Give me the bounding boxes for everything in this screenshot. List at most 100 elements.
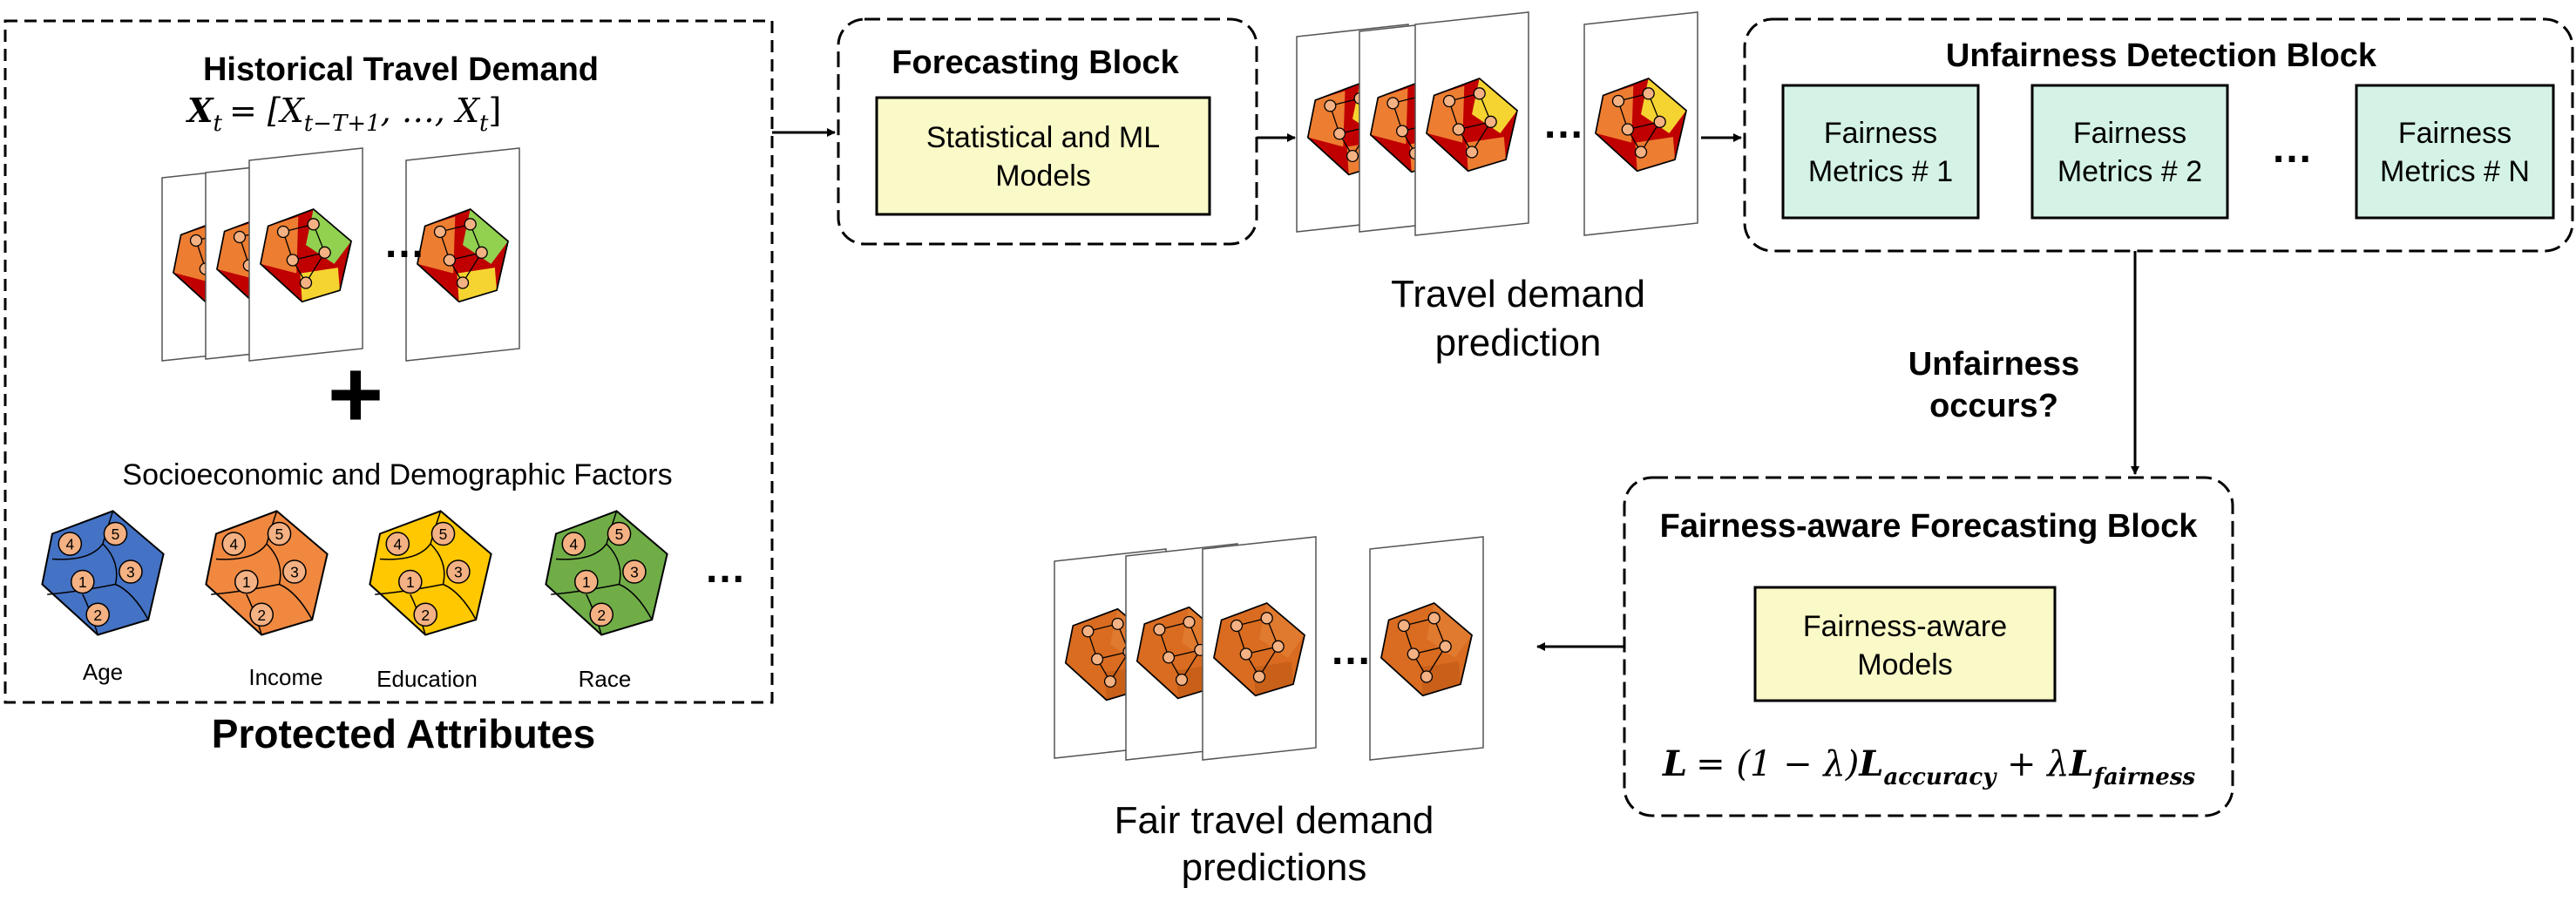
zone-node [85, 602, 110, 627]
network-node [1271, 640, 1285, 653]
zone-id: 4 [393, 536, 402, 553]
network-node [276, 225, 290, 239]
network-node [1427, 612, 1441, 625]
zone-id: 1 [406, 573, 415, 591]
prediction-caption-line2: prediction [1435, 322, 1602, 364]
demand-heatmap [1380, 602, 1473, 697]
zone-id: 1 [242, 573, 251, 591]
zone-node [446, 559, 471, 584]
prediction-frame [1414, 11, 1529, 236]
zone-node [413, 602, 437, 627]
historical-equation: Xt= [Xt−T+1, …, Xt] [186, 91, 501, 137]
zone-node [221, 532, 247, 556]
zone-id: 3 [630, 564, 639, 581]
zone-node [58, 532, 83, 556]
zone-node [71, 569, 95, 594]
fair-output-caption-line1: Fair travel demand [1115, 799, 1434, 842]
zone-id: 5 [615, 525, 624, 543]
network-node [1346, 149, 1359, 163]
network-node [1091, 653, 1104, 666]
network-node [1386, 97, 1400, 110]
metric-box-2 [2030, 84, 2229, 220]
metric-1-line2: Metrics # 1 [1808, 155, 1953, 188]
prediction-frame [1583, 11, 1698, 236]
zone-id: 2 [257, 607, 266, 624]
zone-id: 5 [439, 525, 448, 543]
zone-node [267, 521, 292, 546]
zone-id: 5 [275, 525, 284, 543]
socio-title: Socioeconomic and Demographic Factors [122, 458, 672, 492]
decision-line2: occurs? [1929, 388, 2058, 424]
fair-block-title: Fairness-aware Forecasting Block [1660, 508, 2199, 545]
network-node [1653, 115, 1666, 128]
historical-frame [248, 147, 363, 362]
zone-node [234, 569, 259, 594]
heat-outline [1213, 602, 1305, 697]
network-node [1103, 675, 1117, 688]
zone-id: 2 [421, 607, 430, 624]
zone-id: 2 [597, 607, 606, 624]
network-node [1407, 647, 1420, 661]
zone-node [607, 521, 632, 546]
network-node [443, 254, 456, 267]
metric-2-line1: Fairness [2073, 117, 2186, 150]
network-node [307, 218, 320, 231]
forecasting-model-box [875, 96, 1211, 216]
education-label: Education [376, 666, 478, 692]
socio-map: 4 5 1 3 2 [545, 510, 668, 636]
zone-node [574, 569, 599, 594]
zone-node [103, 521, 128, 546]
fair-output-map-stack [1054, 536, 1484, 761]
network-node [1324, 99, 1337, 112]
zone-id: 3 [454, 564, 463, 581]
network-node [1473, 87, 1486, 100]
network-node [456, 276, 470, 289]
network-node [1252, 670, 1266, 683]
demand-heatmap [1213, 602, 1305, 697]
network-node [189, 234, 203, 247]
zone-node [398, 569, 423, 594]
network-node [1621, 123, 1634, 136]
zone-node [430, 521, 456, 546]
income-label: Income [248, 664, 322, 690]
historical-ellipsis: … [383, 220, 425, 267]
unfairness-title: Unfairness Detection Block [1946, 37, 2377, 74]
prediction-ellipsis: … [1542, 101, 1584, 147]
zone-id: 1 [582, 573, 591, 591]
demand-heatmap [1595, 78, 1687, 173]
zone-id: 4 [229, 536, 238, 553]
network-node [475, 246, 488, 259]
fair-model-box [1753, 586, 2057, 702]
plus-sign: + [328, 341, 383, 448]
network-node [1260, 612, 1273, 625]
network-node [1642, 87, 1655, 100]
heat-outline [1380, 602, 1473, 697]
prediction-map-stack [1296, 11, 1698, 236]
metric-n-line2: Metrics # N [2380, 155, 2530, 188]
network-node [286, 254, 299, 267]
network-node [1239, 647, 1252, 661]
network-node [1111, 617, 1124, 630]
protected-attributes-label: Protected Attributes [212, 711, 595, 756]
zone-id: 2 [93, 607, 102, 624]
metric-box-n [2355, 84, 2555, 220]
fair-output-frame [1202, 536, 1317, 761]
forecasting-model-line2: Models [995, 159, 1091, 193]
network-node [1333, 127, 1346, 140]
zone-id: 4 [569, 536, 578, 553]
historical-title: Historical Travel Demand [203, 51, 599, 88]
socio-map: 4 5 1 3 2 [369, 510, 492, 636]
network-node [433, 225, 447, 239]
network-node [1442, 94, 1456, 108]
network-node [1420, 670, 1434, 683]
heat-outline [417, 208, 509, 303]
historical-frame [405, 147, 520, 362]
zone-node [561, 532, 586, 556]
zone-id: 4 [65, 536, 74, 553]
metric-ellipsis: … [2271, 125, 2313, 172]
fair-output-frame [1369, 536, 1484, 761]
unfairness-detection-block [1743, 17, 2574, 253]
